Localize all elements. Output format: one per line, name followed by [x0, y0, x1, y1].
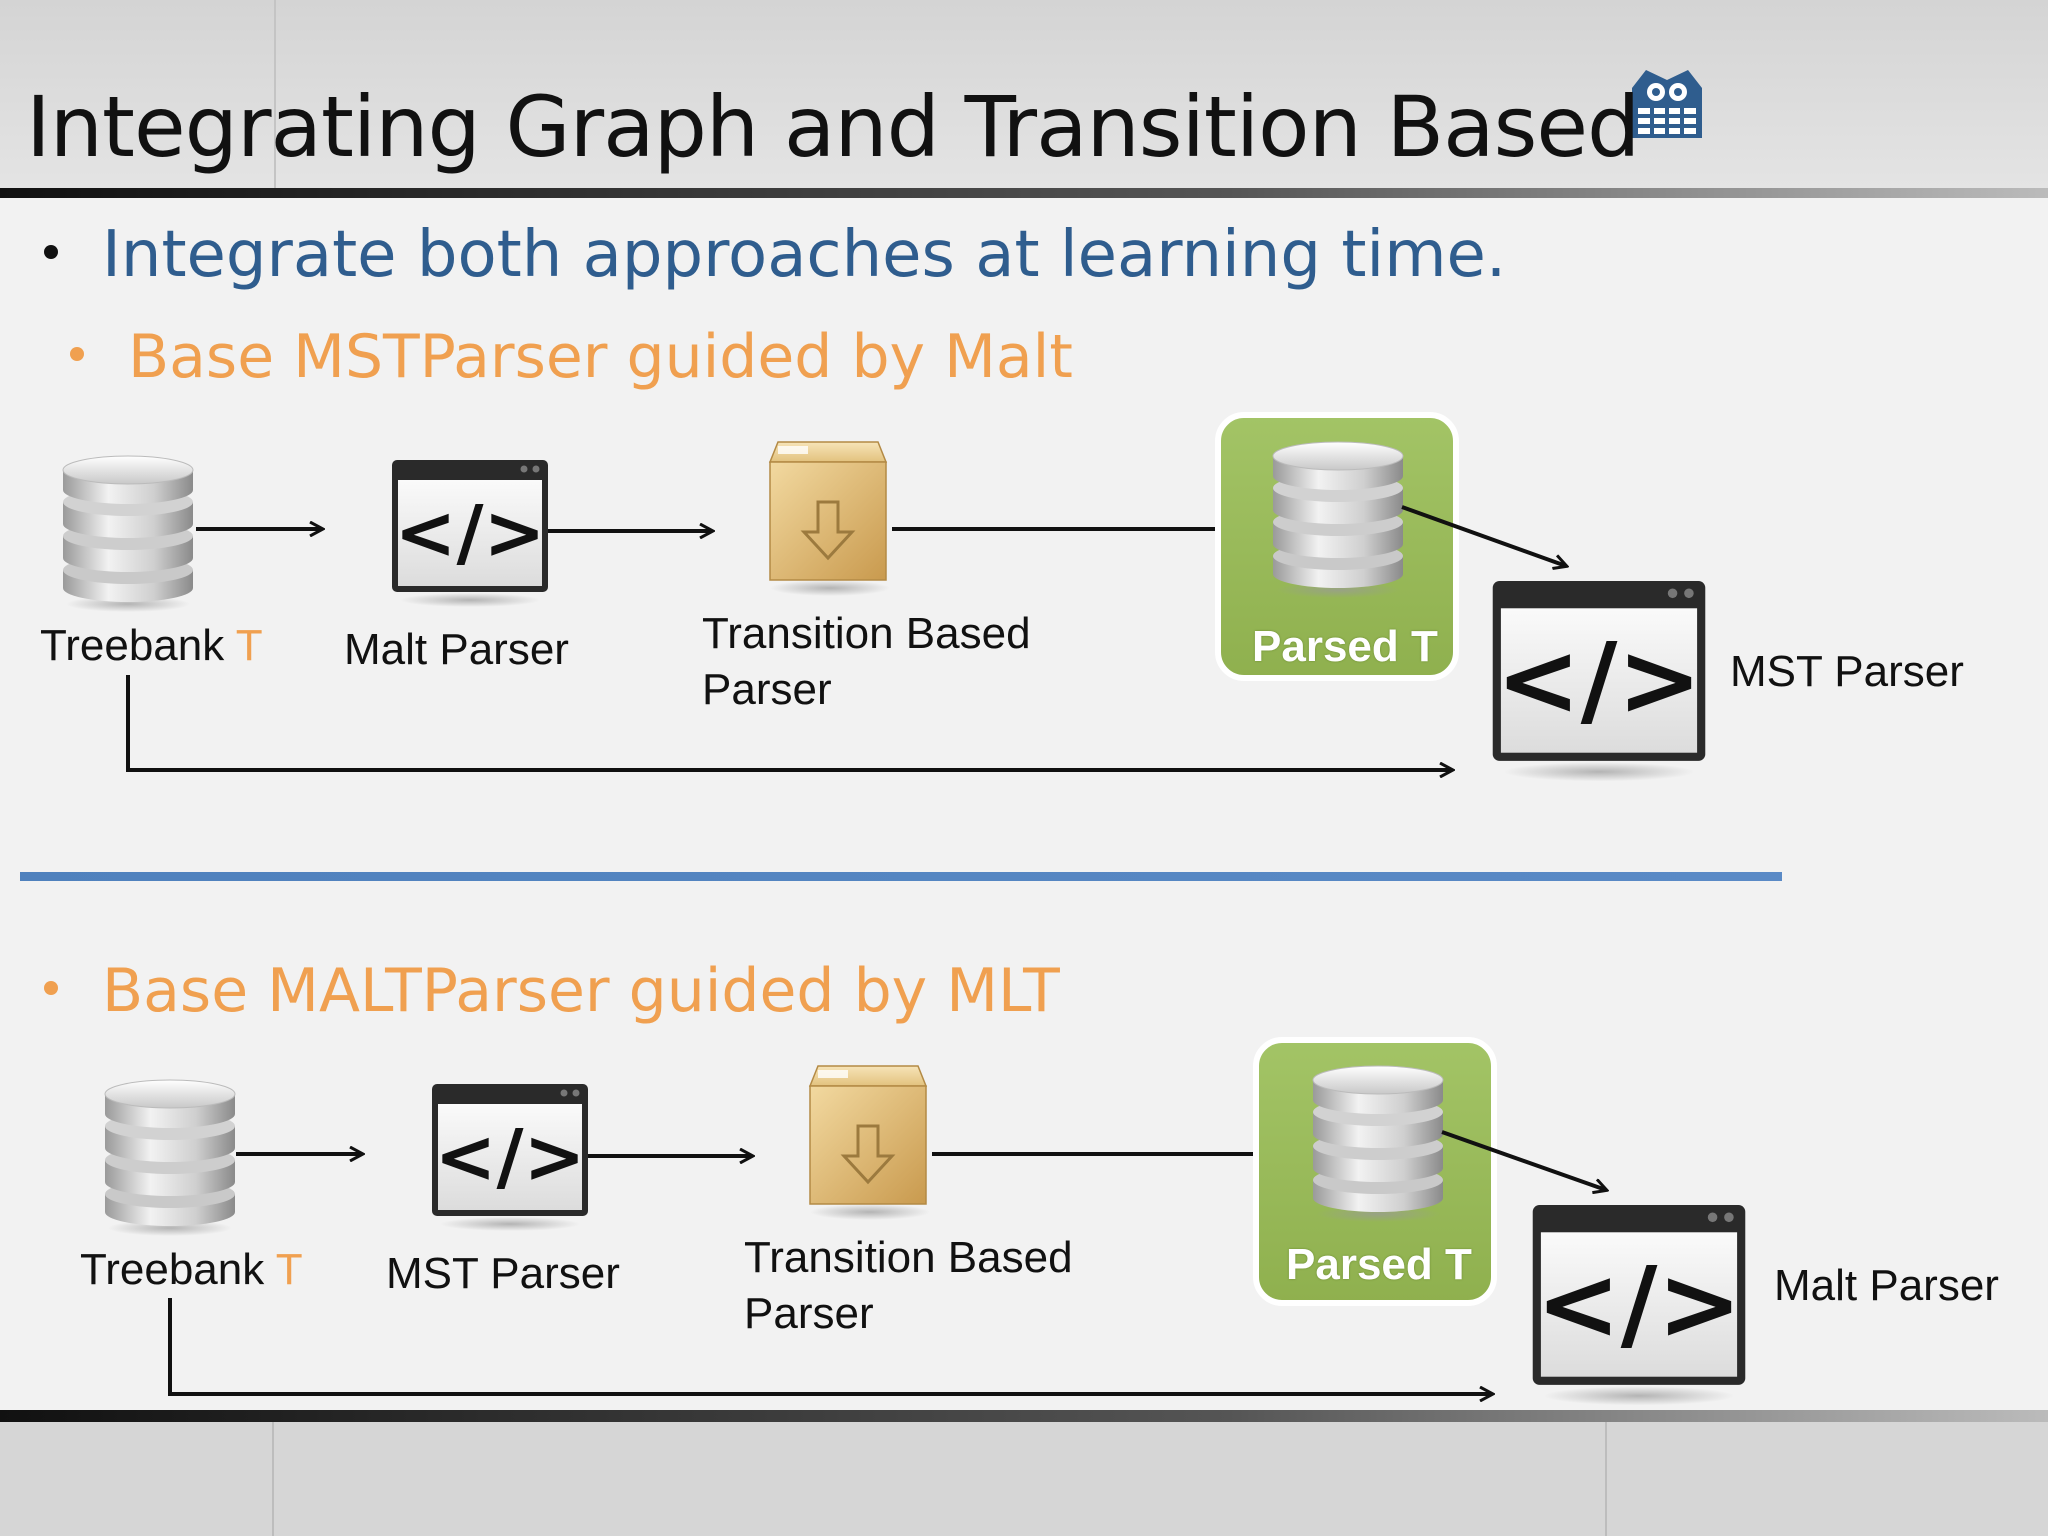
bottom-parser1-label: MST Parser — [386, 1249, 620, 1298]
treebank-suffix: T — [275, 1245, 303, 1294]
top-treebank-label: Treebank T — [40, 618, 263, 674]
top-parser2-label: MST Parser — [1730, 647, 1964, 696]
bottom-transition-label-line1: Transition Based — [744, 1233, 1073, 1282]
arrow-parsed-to-malt — [1441, 1130, 1606, 1190]
treebank-suffix: T — [235, 621, 263, 670]
database-icon — [1272, 441, 1404, 598]
code-window-icon — [392, 460, 548, 607]
footer-topline — [0, 1410, 2048, 1422]
page-title: Integrating Graph and Transition Based — [26, 78, 1640, 176]
top-transition-label-line1: Transition Based — [702, 609, 1031, 658]
bullet-bottom: Base MALTParser guided by MLT — [44, 956, 1060, 1026]
package-box-icon — [768, 440, 892, 598]
bottom-parser2-label: Malt Parser — [1774, 1261, 1999, 1310]
top-parser1-label: Malt Parser — [344, 625, 569, 674]
section-divider — [20, 872, 1782, 881]
code-window-icon — [432, 1084, 588, 1231]
bottom-treebank-label: Treebank T — [80, 1242, 303, 1298]
arrow-treebank-to-mst — [126, 675, 1452, 770]
title-bar — [0, 0, 2048, 190]
treebank-text: Treebank — [40, 621, 236, 670]
treebank-text: Treebank — [80, 1245, 276, 1294]
title-underline — [0, 188, 2048, 198]
bullet-dot — [70, 347, 84, 362]
top-transition-label-line2: Parser — [702, 665, 832, 714]
code-window-icon — [1532, 1205, 1746, 1406]
top-parsed-label: Parsed T — [1252, 622, 1438, 671]
arrow-parsed-to-mst — [1401, 505, 1566, 566]
database-icon — [1312, 1065, 1444, 1222]
bullet-bottom-text: Base MALTParser guided by MLT — [102, 956, 1060, 1026]
database-icon — [62, 455, 194, 612]
bullet-top-text: Base MSTParser guided by Malt — [128, 322, 1073, 392]
arrow-treebank-to-malt — [168, 1298, 1492, 1394]
bullet-dot — [44, 981, 58, 996]
footer-bar — [0, 1422, 2048, 1536]
bullet-main: Integrate both approaches at learning ti… — [44, 218, 1506, 292]
top-diagram — [62, 412, 1706, 782]
bullet-main-text: Integrate both approaches at learning ti… — [102, 218, 1507, 292]
bottom-diagram — [104, 1037, 1746, 1406]
bullet-top: Base MSTParser guided by Malt — [70, 322, 1073, 392]
code-window-icon — [1492, 581, 1706, 782]
bullet-dot — [44, 245, 58, 260]
package-box-icon — [808, 1064, 932, 1222]
bottom-transition-label-line2: Parser — [744, 1289, 874, 1338]
university-owl-logo-icon — [1632, 70, 1702, 138]
bottom-parsed-label: Parsed T — [1286, 1240, 1472, 1289]
database-icon — [104, 1079, 236, 1236]
